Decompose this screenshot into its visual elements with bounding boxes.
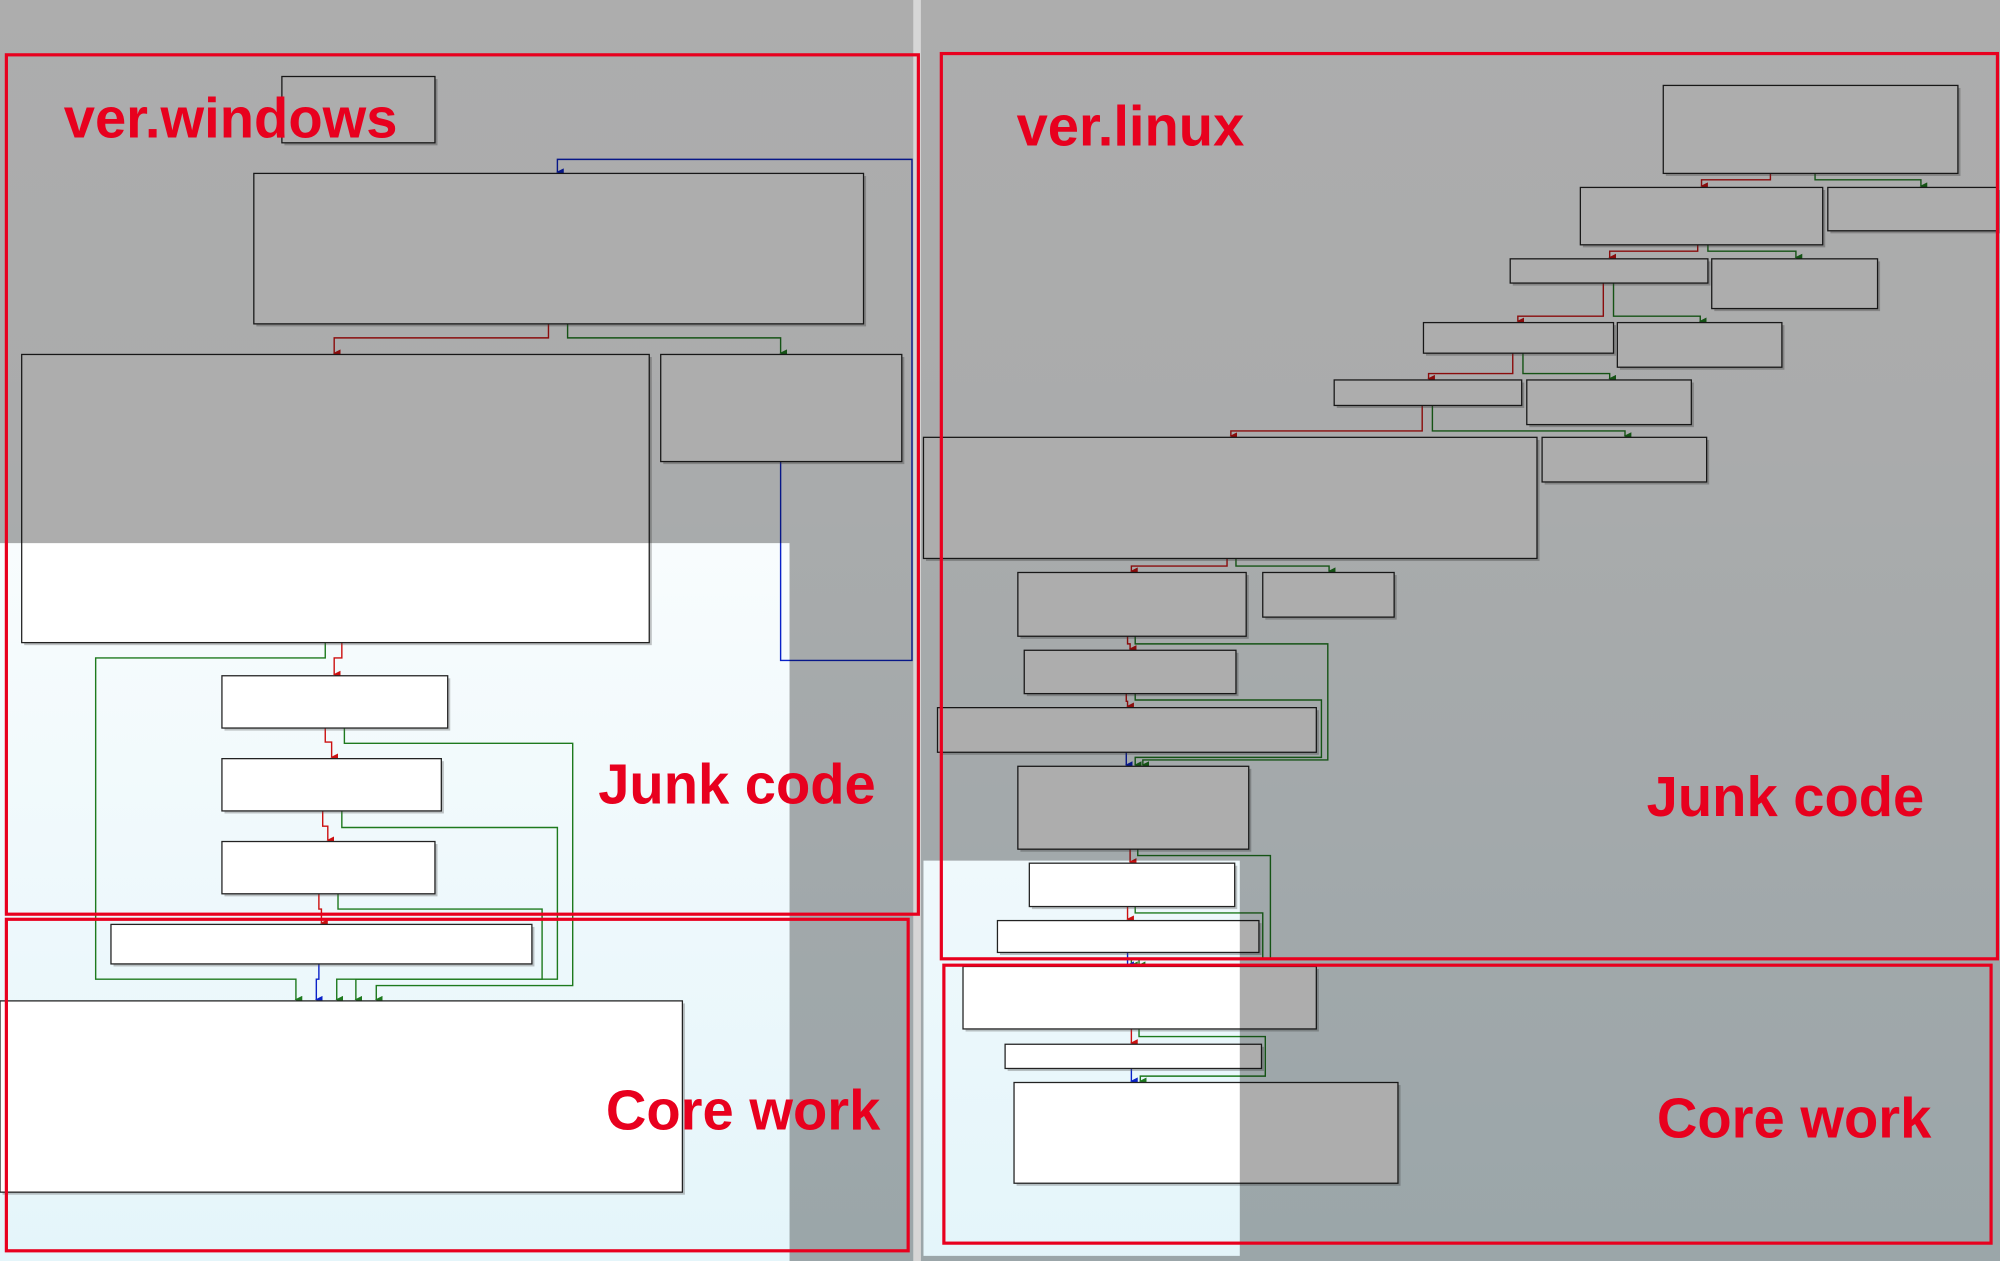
- cfg-edge: [94, 642, 326, 1004]
- linux-junk-label: Junk code: [1647, 765, 1925, 828]
- basic-block-node[interactable]: [996, 919, 1260, 954]
- windows-junk-label: Junk code: [598, 752, 876, 815]
- cfg-edge: [324, 728, 339, 762]
- basic-block-node[interactable]: [221, 840, 436, 895]
- basic-block-node[interactable]: [0, 1000, 684, 1193]
- linux-title: ver.linux: [1017, 94, 1245, 157]
- cfg-edge: [318, 893, 328, 927]
- cfg-edge: [335, 893, 543, 1004]
- windows-core-work-box: [4, 917, 910, 1253]
- windows-core-label: Core work: [606, 1079, 881, 1142]
- windows-junk-code-box: [4, 53, 920, 916]
- cfg-edge: [322, 810, 335, 845]
- cfg-edge: [341, 810, 559, 1004]
- windows-title: ver.windows: [64, 87, 398, 150]
- basic-block-node[interactable]: [1004, 1043, 1263, 1070]
- basic-block-node[interactable]: [110, 923, 533, 965]
- basic-block-node[interactable]: [221, 675, 449, 729]
- linux-junk-code-box: [939, 51, 2000, 961]
- cfg-edge: [332, 642, 343, 679]
- linux-core-work-box: [942, 963, 1993, 1245]
- cfg-edge: [315, 963, 323, 1004]
- basic-block-node[interactable]: [221, 758, 442, 812]
- basic-block-node[interactable]: [1028, 862, 1236, 908]
- cfg-edge: [343, 728, 574, 1004]
- linux-core-label: Core work: [1657, 1086, 1932, 1149]
